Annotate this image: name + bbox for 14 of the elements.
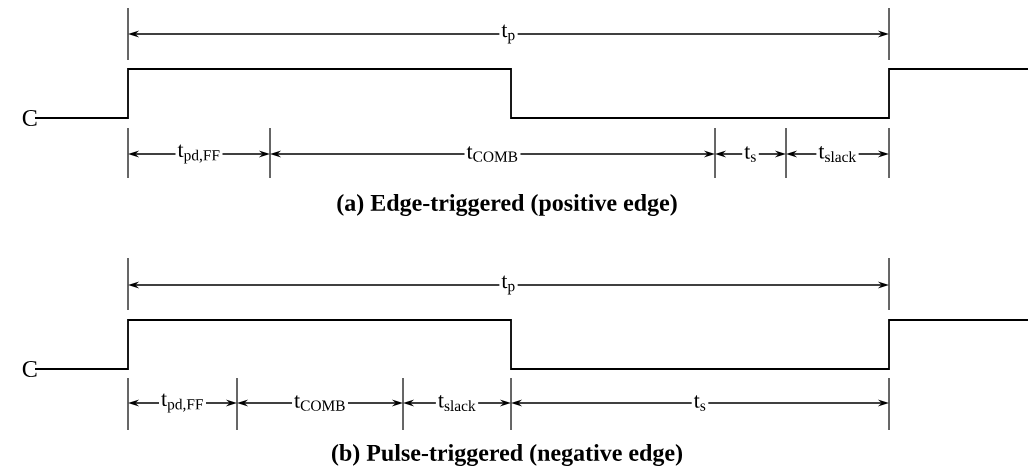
- dimension-label: t$_{pd,FF}$: [175, 142, 223, 166]
- dimension-label: t$_{pd,FF}$: [159, 391, 206, 415]
- dimension-label: t$_{p}$: [499, 273, 518, 297]
- dimension-label: t$_{slack}$: [816, 143, 859, 165]
- caption: (a) Edge-triggered (positive edge): [337, 194, 677, 216]
- dimension-label: t$_{COMB}$: [292, 393, 348, 413]
- dimension-label: t$_{slack}$: [435, 392, 479, 414]
- signal-label: C: [22, 109, 37, 127]
- dimension-label: t$_{s}$: [691, 393, 709, 413]
- dimension-label: t$_{COMB}$: [464, 144, 521, 164]
- signal-label: C: [22, 360, 37, 378]
- caption: (b) Pulse-triggered (negative edge): [332, 444, 682, 466]
- dimension-label: t$_{s}$: [742, 144, 759, 164]
- dimension-label: t$_{p}$: [499, 22, 518, 46]
